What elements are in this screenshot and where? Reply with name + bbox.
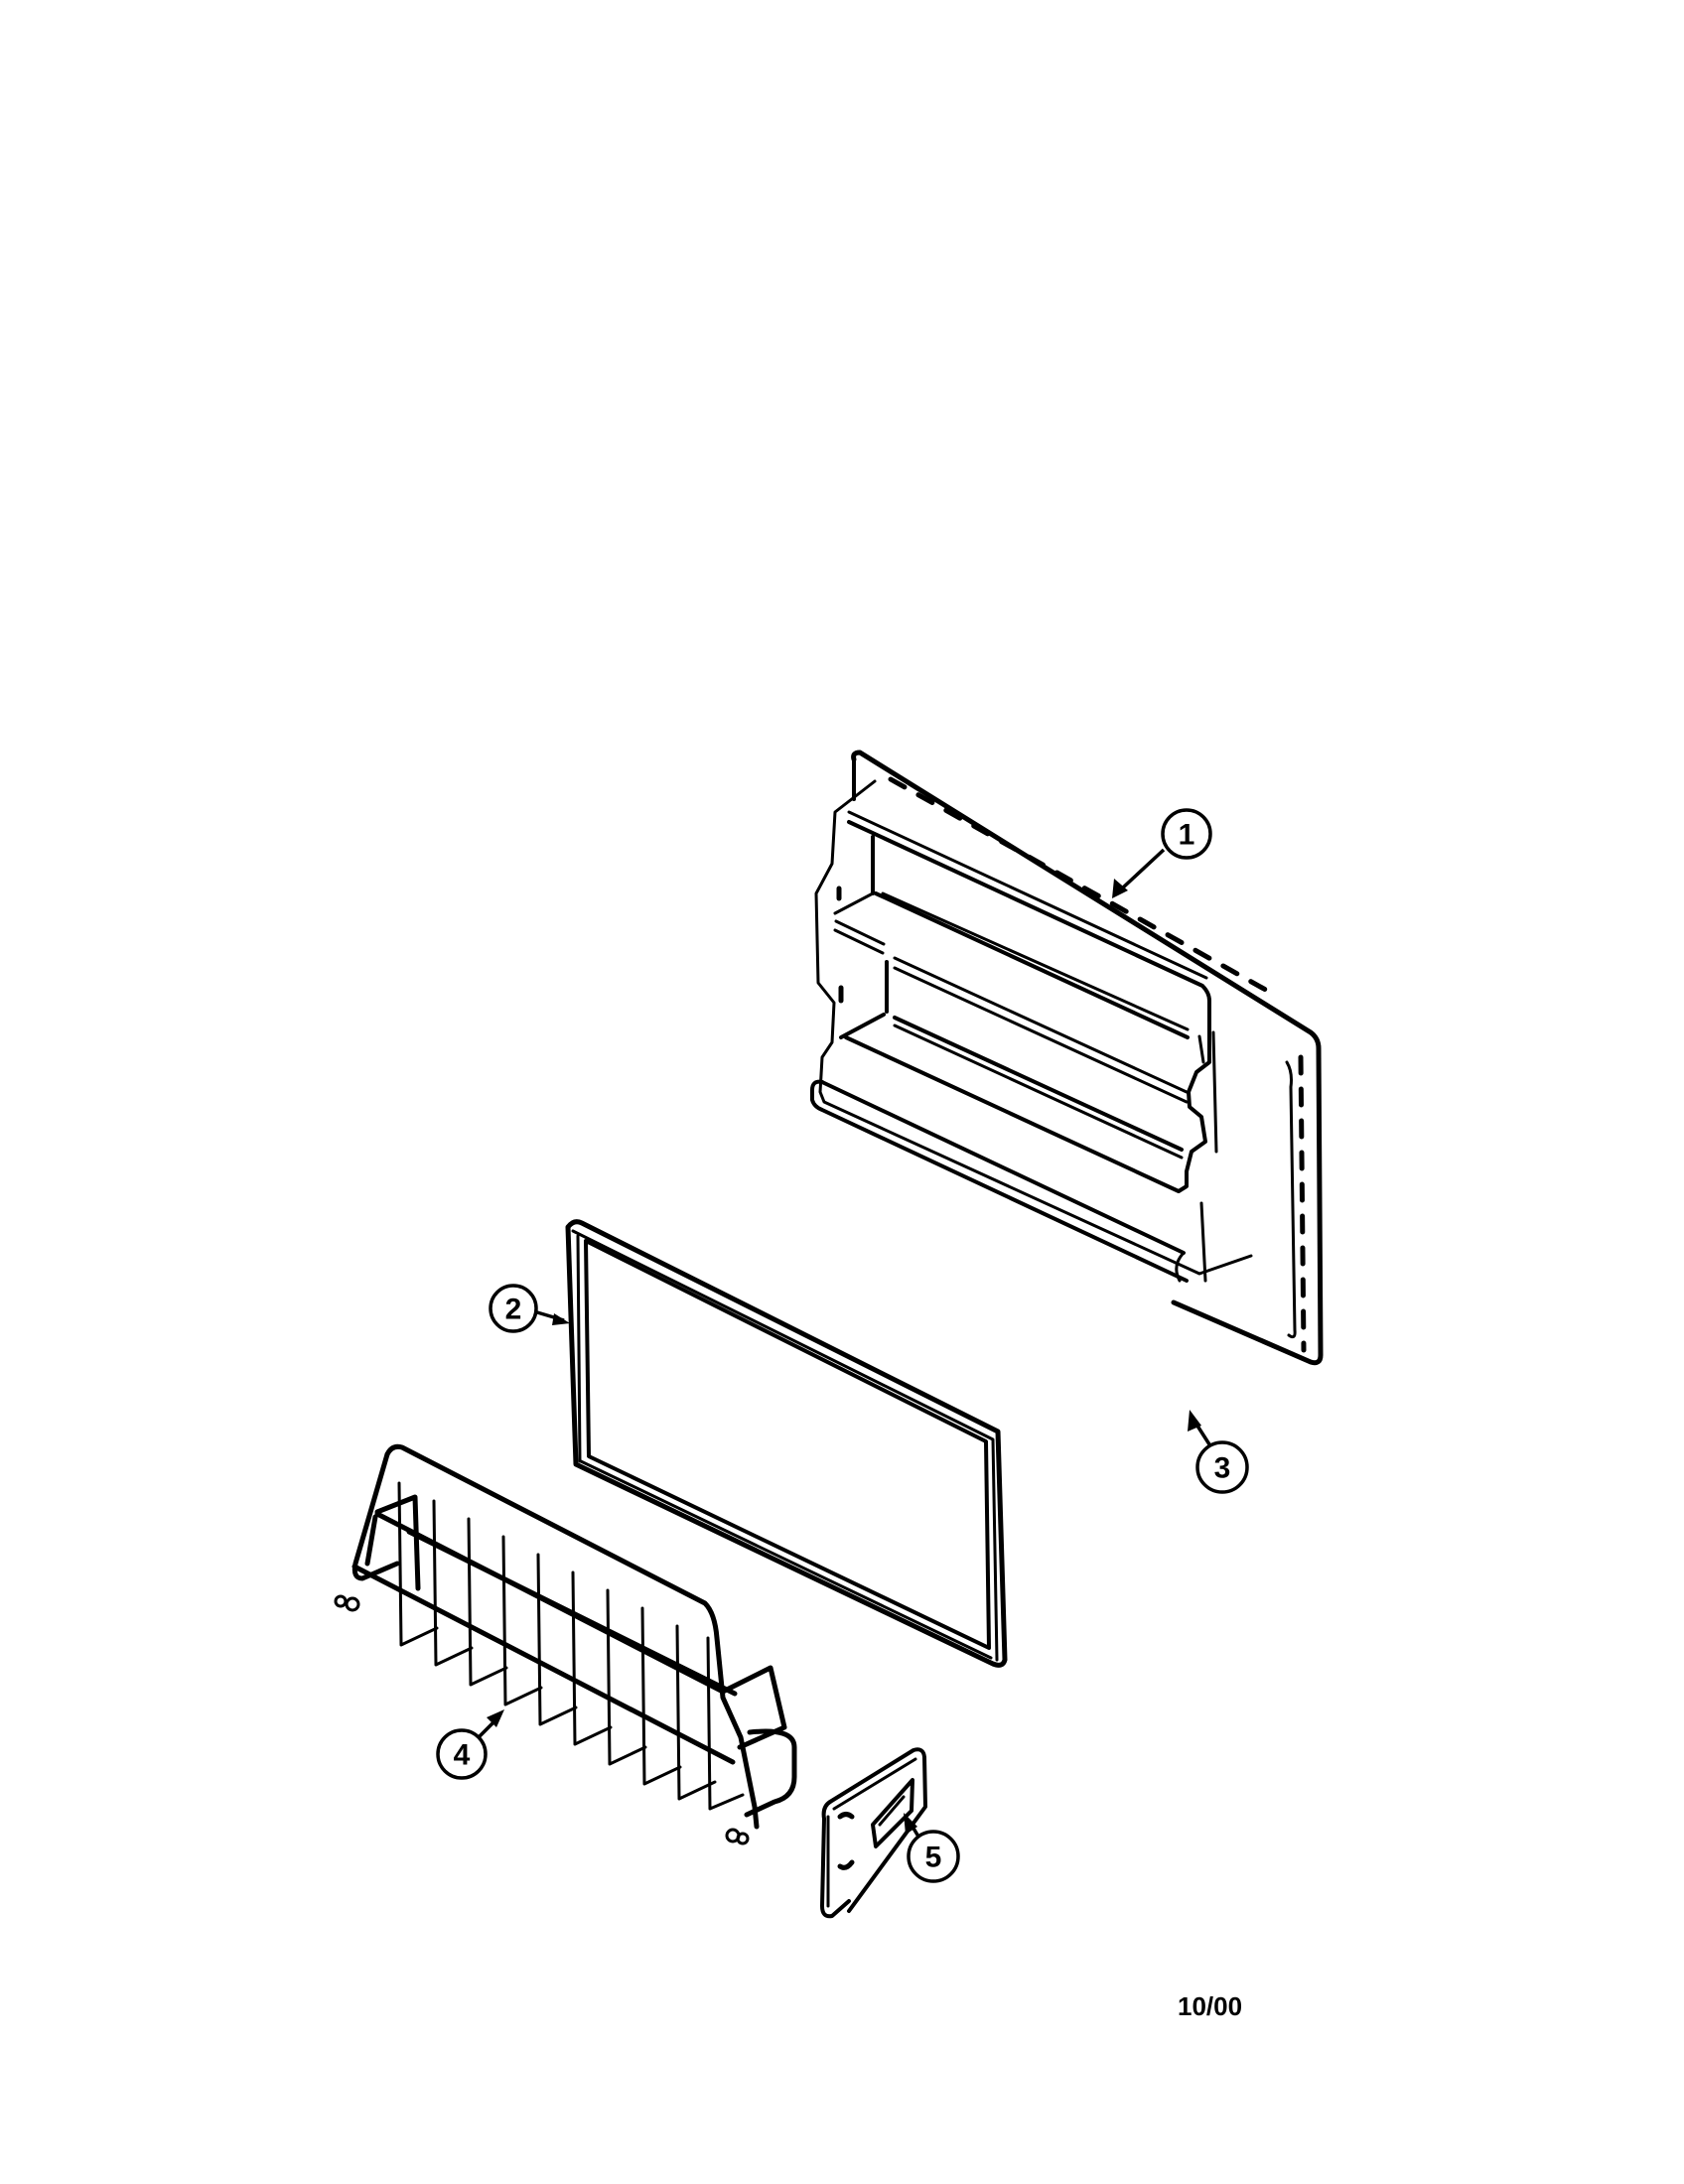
callout-1-number: 1 xyxy=(1179,819,1195,852)
callout-5: 5 xyxy=(904,1813,960,1883)
callout-5-number: 5 xyxy=(925,1842,942,1874)
callout-1: 1 xyxy=(1112,808,1212,898)
door-gasket-part xyxy=(565,1219,1008,1668)
wire-door-shelf-part xyxy=(334,1443,797,1845)
callout-2: 2 xyxy=(489,1284,570,1333)
callout-2-number: 2 xyxy=(505,1294,522,1326)
callout-3-number: 3 xyxy=(1214,1452,1231,1485)
shelf-trim-bar-part xyxy=(810,1079,1189,1283)
revision-date-label: 10/00 xyxy=(1178,1991,1243,2021)
callout-3: 3 xyxy=(1188,1410,1249,1494)
callout-4: 4 xyxy=(436,1709,504,1780)
shelf-end-bracket-part xyxy=(820,1747,927,1919)
callout-4-number: 4 xyxy=(454,1739,471,1772)
door-liner-part xyxy=(814,750,1324,1366)
